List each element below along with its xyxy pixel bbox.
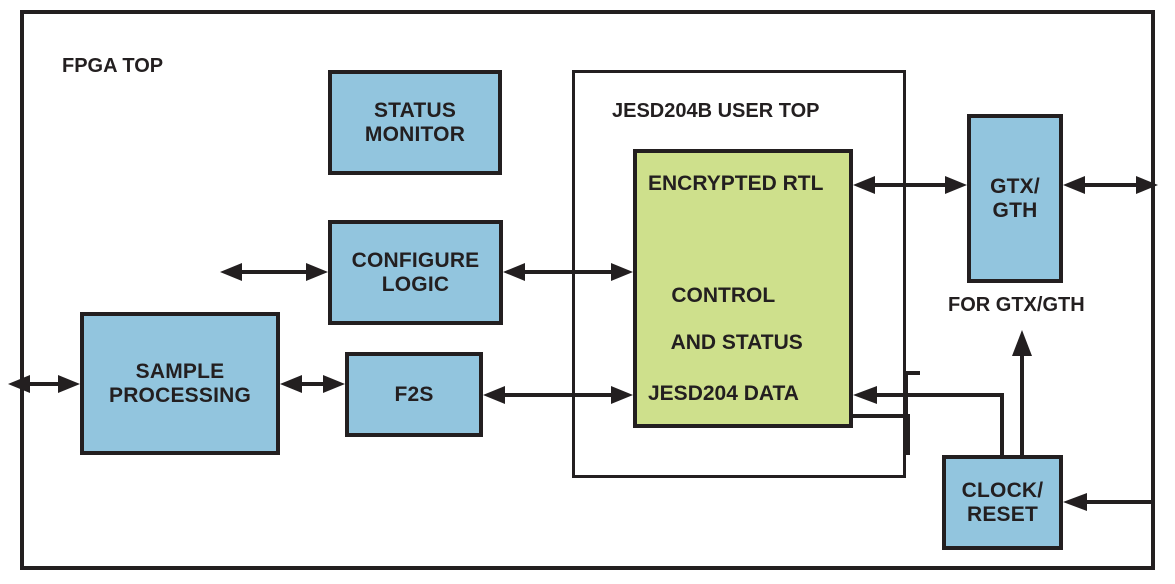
fpga-top-label: FPGA TOP bbox=[62, 55, 164, 77]
configure-logic-line2: LOGIC bbox=[381, 272, 450, 296]
block-configure-logic[interactable]: CONFIGURE LOGIC bbox=[328, 220, 503, 325]
sample-processing-line2: PROCESSING bbox=[108, 383, 252, 407]
block-sample-processing[interactable]: SAMPLE PROCESSING bbox=[80, 312, 280, 455]
control-and-status-line2: AND STATUS bbox=[670, 330, 803, 354]
encrypted-rtl-label: ENCRYPTED RTL bbox=[648, 172, 824, 195]
status-monitor-line1: STATUS bbox=[373, 98, 457, 122]
block-encrypted-rtl[interactable] bbox=[633, 149, 853, 428]
block-gtx-gth[interactable]: GTX/ GTH bbox=[967, 114, 1063, 283]
control-and-status-line1: CONTROL bbox=[671, 283, 776, 307]
clock-reset-line1: CLOCK/ bbox=[961, 478, 1044, 502]
block-status-monitor[interactable]: STATUS MONITOR bbox=[328, 70, 502, 175]
status-monitor-line2: MONITOR bbox=[364, 122, 466, 146]
gtx-gth-line2: GTH bbox=[992, 198, 1038, 222]
gtx-gth-line1: GTX/ bbox=[990, 174, 1040, 198]
configure-logic-line1: CONFIGURE bbox=[351, 248, 480, 272]
block-f2s[interactable]: F2S bbox=[345, 352, 483, 437]
fpga-top-boundary bbox=[20, 10, 1155, 570]
clock-reset-line2: RESET bbox=[966, 502, 1038, 526]
block-clock-reset[interactable]: CLOCK/ RESET bbox=[942, 455, 1063, 550]
jesd204-data-label: JESD204 DATA bbox=[648, 382, 799, 405]
jesd204b-user-top-label: JESD204B USER TOP bbox=[612, 100, 820, 122]
sample-processing-line1: SAMPLE bbox=[135, 359, 225, 383]
f2s-label: F2S bbox=[394, 382, 434, 406]
control-and-status-label: CONTROL AND STATUS bbox=[648, 260, 803, 378]
for-gtx-gth-annotation: FOR GTX/GTH bbox=[948, 294, 1085, 316]
jesd204b-user-top-boundary bbox=[572, 70, 906, 478]
